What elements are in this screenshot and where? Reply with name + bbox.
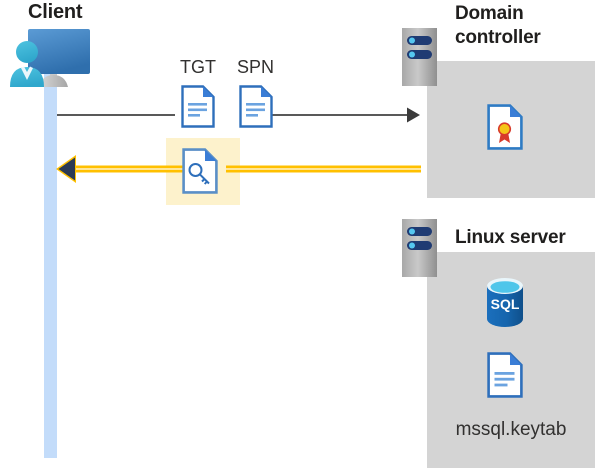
response-arrow (56, 154, 421, 184)
domain-controller-server-rack-icon (402, 28, 437, 86)
key-document-icon (182, 148, 218, 194)
request-arrow (57, 103, 420, 127)
domain-controller-title: Domain controller (455, 2, 595, 50)
tgt-document-icon (181, 85, 215, 128)
client-lifeline (44, 68, 57, 458)
sql-database-label: SQL (491, 296, 520, 312)
spn-label: SPN (237, 57, 275, 77)
tgt-label: TGT (180, 57, 216, 77)
sql-database-icon: SQL (483, 277, 527, 329)
spn-document-icon (239, 85, 273, 128)
user-monitor-icon (6, 25, 98, 93)
dc-title-line1: Domain (455, 3, 524, 24)
client-title: Client (28, 1, 83, 23)
dc-title-line2: controller (455, 27, 541, 48)
certificate-document-icon (487, 104, 523, 150)
keytab-document-icon (487, 352, 523, 398)
linux-server-title: Linux server (455, 227, 566, 248)
linux-server-rack-icon (402, 219, 437, 277)
keytab-filename-label: mssql.keytab (455, 419, 567, 440)
